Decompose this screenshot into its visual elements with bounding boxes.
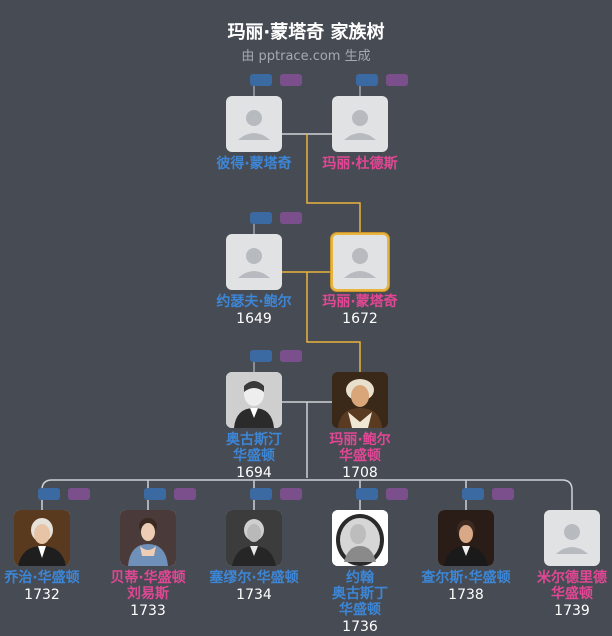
person-name: 华盛顿 bbox=[551, 586, 593, 602]
person-placeholder-icon bbox=[344, 248, 376, 278]
tab-mother-toggle[interactable] bbox=[68, 488, 90, 500]
person-name: 玛丽·杜德斯 bbox=[322, 156, 398, 172]
tab-father-toggle[interactable] bbox=[462, 488, 484, 500]
person-name: 约瑟夫·鲍尔 bbox=[216, 294, 292, 310]
person-name: 华盛顿 bbox=[233, 448, 275, 464]
person-card-john[interactable] bbox=[332, 510, 388, 566]
person-placeholder-icon bbox=[344, 110, 376, 140]
tab-mother-toggle[interactable] bbox=[280, 212, 302, 224]
tab-father-toggle[interactable] bbox=[250, 488, 272, 500]
portrait-image bbox=[226, 510, 282, 566]
tab-mother-toggle[interactable] bbox=[174, 488, 196, 500]
tab-father-toggle[interactable] bbox=[38, 488, 60, 500]
person-name: 刘易斯 bbox=[127, 586, 169, 602]
person-name: 米尔德里德 bbox=[537, 570, 607, 586]
tab-mother-toggle[interactable] bbox=[492, 488, 514, 500]
tab-father-toggle[interactable] bbox=[250, 350, 272, 362]
tab-father-toggle[interactable] bbox=[356, 74, 378, 86]
birth-year: 1733 bbox=[130, 603, 166, 619]
person-card-george[interactable] bbox=[14, 510, 70, 566]
person-name: 查尔斯·华盛顿 bbox=[421, 570, 511, 586]
tab-father-toggle[interactable] bbox=[250, 74, 272, 86]
portrait-image bbox=[332, 372, 388, 428]
portrait-image bbox=[332, 510, 388, 566]
birth-year: 1672 bbox=[342, 311, 378, 327]
person-placeholder-icon bbox=[556, 524, 588, 554]
tab-mother-toggle[interactable] bbox=[386, 488, 408, 500]
person-card-augustine[interactable] bbox=[226, 372, 282, 428]
person-name: 塞缪尔·华盛顿 bbox=[209, 570, 299, 586]
birth-year: 1732 bbox=[24, 587, 60, 603]
portrait-image bbox=[226, 372, 282, 428]
tab-father-toggle[interactable] bbox=[144, 488, 166, 500]
tab-father-toggle[interactable] bbox=[356, 488, 378, 500]
person-card-mary-b[interactable] bbox=[332, 372, 388, 428]
person-name: 约翰 bbox=[346, 570, 374, 586]
person-name: 乔治·华盛顿 bbox=[4, 570, 80, 586]
person-name: 贝蒂·华盛顿 bbox=[110, 570, 186, 586]
page-title: 玛丽·蒙塔奇 家族树 bbox=[227, 22, 385, 43]
tab-mother-toggle[interactable] bbox=[280, 488, 302, 500]
person-card-mildred[interactable] bbox=[544, 510, 600, 566]
page-subtitle: 由 pptrace.com 生成 bbox=[241, 49, 371, 64]
person-placeholder-icon bbox=[238, 110, 270, 140]
person-placeholder-icon bbox=[238, 248, 270, 278]
person-name: 华盛顿 bbox=[339, 602, 381, 618]
birth-year: 1734 bbox=[236, 587, 272, 603]
person-card-mary-d[interactable] bbox=[332, 96, 388, 152]
person-card-peter[interactable] bbox=[226, 96, 282, 152]
person-name: 奥古斯丁 bbox=[332, 586, 388, 602]
birth-year: 1694 bbox=[236, 465, 272, 481]
person-name: 玛丽·鲍尔 bbox=[329, 432, 391, 448]
tab-mother-toggle[interactable] bbox=[386, 74, 408, 86]
birth-year: 1738 bbox=[448, 587, 484, 603]
person-name: 奥古斯汀 bbox=[226, 432, 282, 448]
birth-year: 1649 bbox=[236, 311, 272, 327]
person-name: 玛丽·蒙塔奇 bbox=[322, 294, 398, 310]
person-name: 华盛顿 bbox=[339, 448, 381, 464]
birth-year: 1708 bbox=[342, 465, 378, 481]
portrait-image bbox=[14, 510, 70, 566]
person-card-betty[interactable] bbox=[120, 510, 176, 566]
person-name: 彼得·蒙塔奇 bbox=[216, 156, 292, 172]
tab-father-toggle[interactable] bbox=[250, 212, 272, 224]
person-card-charles[interactable] bbox=[438, 510, 494, 566]
birth-year: 1736 bbox=[342, 619, 378, 635]
person-card-mary-m[interactable] bbox=[331, 233, 389, 291]
portrait-image bbox=[438, 510, 494, 566]
tab-mother-toggle[interactable] bbox=[280, 350, 302, 362]
person-card-joseph[interactable] bbox=[226, 234, 282, 290]
tab-mother-toggle[interactable] bbox=[280, 74, 302, 86]
person-card-samuel[interactable] bbox=[226, 510, 282, 566]
portrait-image bbox=[120, 510, 176, 566]
birth-year: 1739 bbox=[554, 603, 590, 619]
